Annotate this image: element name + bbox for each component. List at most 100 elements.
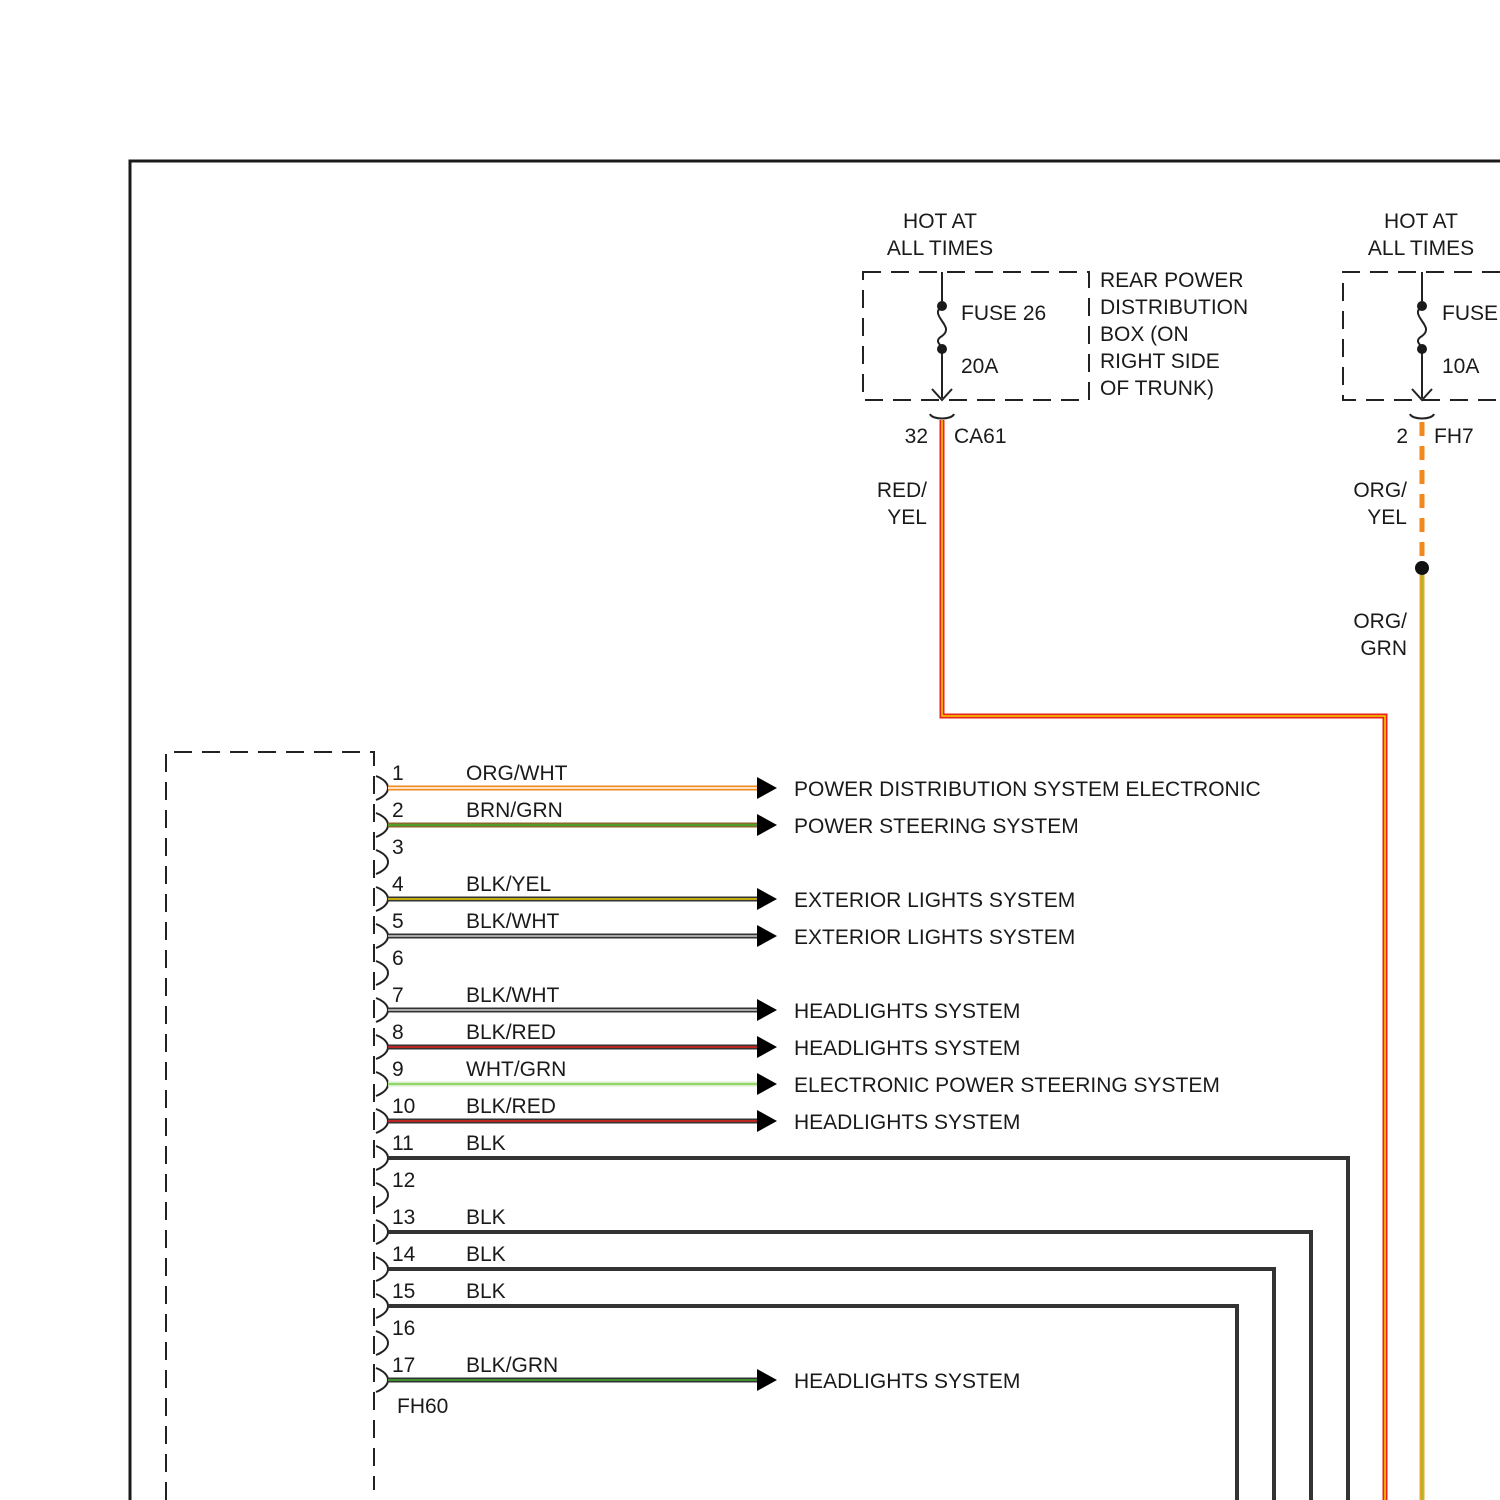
connector-pin-bracket-11	[376, 1146, 388, 1170]
connector-pin-number-9: 9	[392, 1058, 404, 1081]
connector-pin-number-16: 16	[392, 1317, 415, 1340]
connector-pin-bracket-4	[376, 887, 388, 911]
wire-red-yel-label-line1: RED/	[877, 479, 927, 502]
connector-pin-number-1: 1	[392, 762, 404, 785]
fuse-10a-hot-label-line2: ALL TIMES	[1368, 237, 1474, 260]
box-label-line5: OF TRUNK)	[1100, 377, 1214, 400]
fuse-10a-hot-label-line1: HOT AT	[1384, 210, 1458, 233]
splice-node	[1415, 561, 1429, 575]
wire-org-yel-label-line2: YEL	[1367, 506, 1407, 529]
connector-fh7-symbol	[1410, 414, 1434, 419]
ground-wires	[388, 1158, 1348, 1500]
arrow-icon-10	[757, 1110, 777, 1132]
wire-label-1: ORG/WHT	[466, 762, 568, 785]
wire-label-10: BLK/RED	[466, 1095, 556, 1118]
arrow-icon-17	[757, 1369, 777, 1391]
fuse-26-hot-label-line1: HOT AT	[903, 210, 977, 233]
connector-pin-number-6: 6	[392, 947, 404, 970]
connector-pin-bracket-1	[376, 776, 388, 800]
wire-label-5: BLK/WHT	[466, 910, 560, 933]
wire-org-yel-label-line1: ORG/	[1353, 479, 1407, 502]
box-label-line1: REAR POWER	[1100, 269, 1244, 292]
fuse-26-terminal-bottom	[937, 344, 947, 354]
fuse-10a-terminal-bottom	[1417, 344, 1427, 354]
connector-fh7-label: FH7	[1434, 425, 1474, 448]
wire-label-14: BLK	[466, 1243, 506, 1266]
box-label-line2: DISTRIBUTION	[1100, 296, 1248, 319]
arrow-icon-4	[757, 888, 777, 910]
wire-label-8: BLK/RED	[466, 1021, 556, 1044]
wire-org-grn-label-line1: ORG/	[1353, 610, 1407, 633]
connector-pin-number-4: 4	[392, 873, 404, 896]
connector-pin-bracket-5	[376, 924, 388, 948]
destination-label-2: POWER STEERING SYSTEM	[794, 815, 1079, 838]
rear-power-distribution-box-outline	[863, 272, 1089, 400]
connector-pin-bracket-3	[376, 850, 388, 874]
box-label-line3: BOX (ON	[1100, 323, 1189, 346]
connector-pin-number-12: 12	[392, 1169, 415, 1192]
connector-pin-bracket-15	[376, 1294, 388, 1318]
destination-label-8: HEADLIGHTS SYSTEM	[794, 1037, 1020, 1060]
ground-wire-11	[388, 1158, 1348, 1500]
wire-label-13: BLK	[466, 1206, 506, 1229]
wire-red-yel-stripe	[942, 420, 1385, 1500]
arrow-icon-7	[757, 999, 777, 1021]
fuse-10a-name: FUSE	[1442, 302, 1498, 325]
connector-pin-number-14: 14	[392, 1243, 416, 1266]
connector-pin-number-7: 7	[392, 984, 404, 1007]
connector-fh7-pin: 2	[1396, 425, 1408, 448]
arrow-icon-1	[757, 777, 777, 799]
arrow-icon-8	[757, 1036, 777, 1058]
fuse-26-symbol	[938, 272, 946, 398]
wire-red-yel	[942, 420, 1385, 1500]
connector-pin-number-2: 2	[392, 799, 404, 822]
destination-label-1: POWER DISTRIBUTION SYSTEM ELECTRONIC	[794, 778, 1261, 801]
wire-label-4: BLK/YEL	[466, 873, 551, 896]
fuse-10a-rating: 10A	[1442, 355, 1479, 378]
connector-pin-bracket-6	[376, 961, 388, 985]
connector-pin-rows: 1 ORG/WHT POWER DISTRIBUTION SYSTEM ELECTR…	[376, 762, 1261, 1393]
connector-pin-bracket-10	[376, 1109, 388, 1133]
fh60-component-outline	[166, 752, 374, 1500]
fuse-10a-group: HOT AT ALL TIMES FUSE 10A 2 FH7 ORG/ YEL…	[1343, 210, 1500, 1500]
wire-label-17: BLK/GRN	[466, 1354, 558, 1377]
connector-pin-bracket-17	[376, 1368, 388, 1392]
connector-pin-bracket-13	[376, 1220, 388, 1244]
ground-wire-15	[388, 1306, 1237, 1500]
wire-red-yel-label-line2: YEL	[887, 506, 927, 529]
connector-pin-bracket-12	[376, 1183, 388, 1207]
connector-pin-number-17: 17	[392, 1354, 415, 1377]
destination-label-17: HEADLIGHTS SYSTEM	[794, 1370, 1020, 1393]
destination-label-7: HEADLIGHTS SYSTEM	[794, 1000, 1020, 1023]
connector-fh60-label: FH60	[397, 1395, 448, 1418]
wire-label-11: BLK	[466, 1132, 506, 1155]
fuse-26-terminal-top	[937, 301, 947, 311]
connector-ca61-symbol	[930, 414, 954, 419]
connector-pin-bracket-14	[376, 1257, 388, 1281]
connector-pin-number-3: 3	[392, 836, 404, 859]
connector-pin-bracket-9	[376, 1072, 388, 1096]
wire-label-7: BLK/WHT	[466, 984, 560, 1007]
arrow-icon-5	[757, 925, 777, 947]
wire-label-2: BRN/GRN	[466, 799, 563, 822]
connector-ca61-label: CA61	[954, 425, 1007, 448]
wire-org-grn-label-line2: GRN	[1360, 637, 1407, 660]
connector-pin-bracket-16	[376, 1331, 388, 1355]
connector-pin-number-5: 5	[392, 910, 404, 933]
wire-label-15: BLK	[466, 1280, 506, 1303]
destination-label-10: HEADLIGHTS SYSTEM	[794, 1111, 1020, 1134]
fuse-26-rating: 20A	[961, 355, 998, 378]
arrow-icon-2	[757, 814, 777, 836]
connector-fh60-group: FH60	[166, 752, 448, 1500]
connector-pin-bracket-7	[376, 998, 388, 1022]
destination-label-5: EXTERIOR LIGHTS SYSTEM	[794, 926, 1075, 949]
wire-label-9: WHT/GRN	[466, 1058, 566, 1081]
fuse-26-hot-label-line2: ALL TIMES	[887, 237, 993, 260]
connector-pin-number-13: 13	[392, 1206, 415, 1229]
destination-label-9: ELECTRONIC POWER STEERING SYSTEM	[794, 1074, 1220, 1097]
arrow-icon-9	[757, 1073, 777, 1095]
fuse-26-name: FUSE 26	[961, 302, 1046, 325]
connector-pin-number-11: 11	[392, 1132, 414, 1155]
connector-pin-number-8: 8	[392, 1021, 404, 1044]
